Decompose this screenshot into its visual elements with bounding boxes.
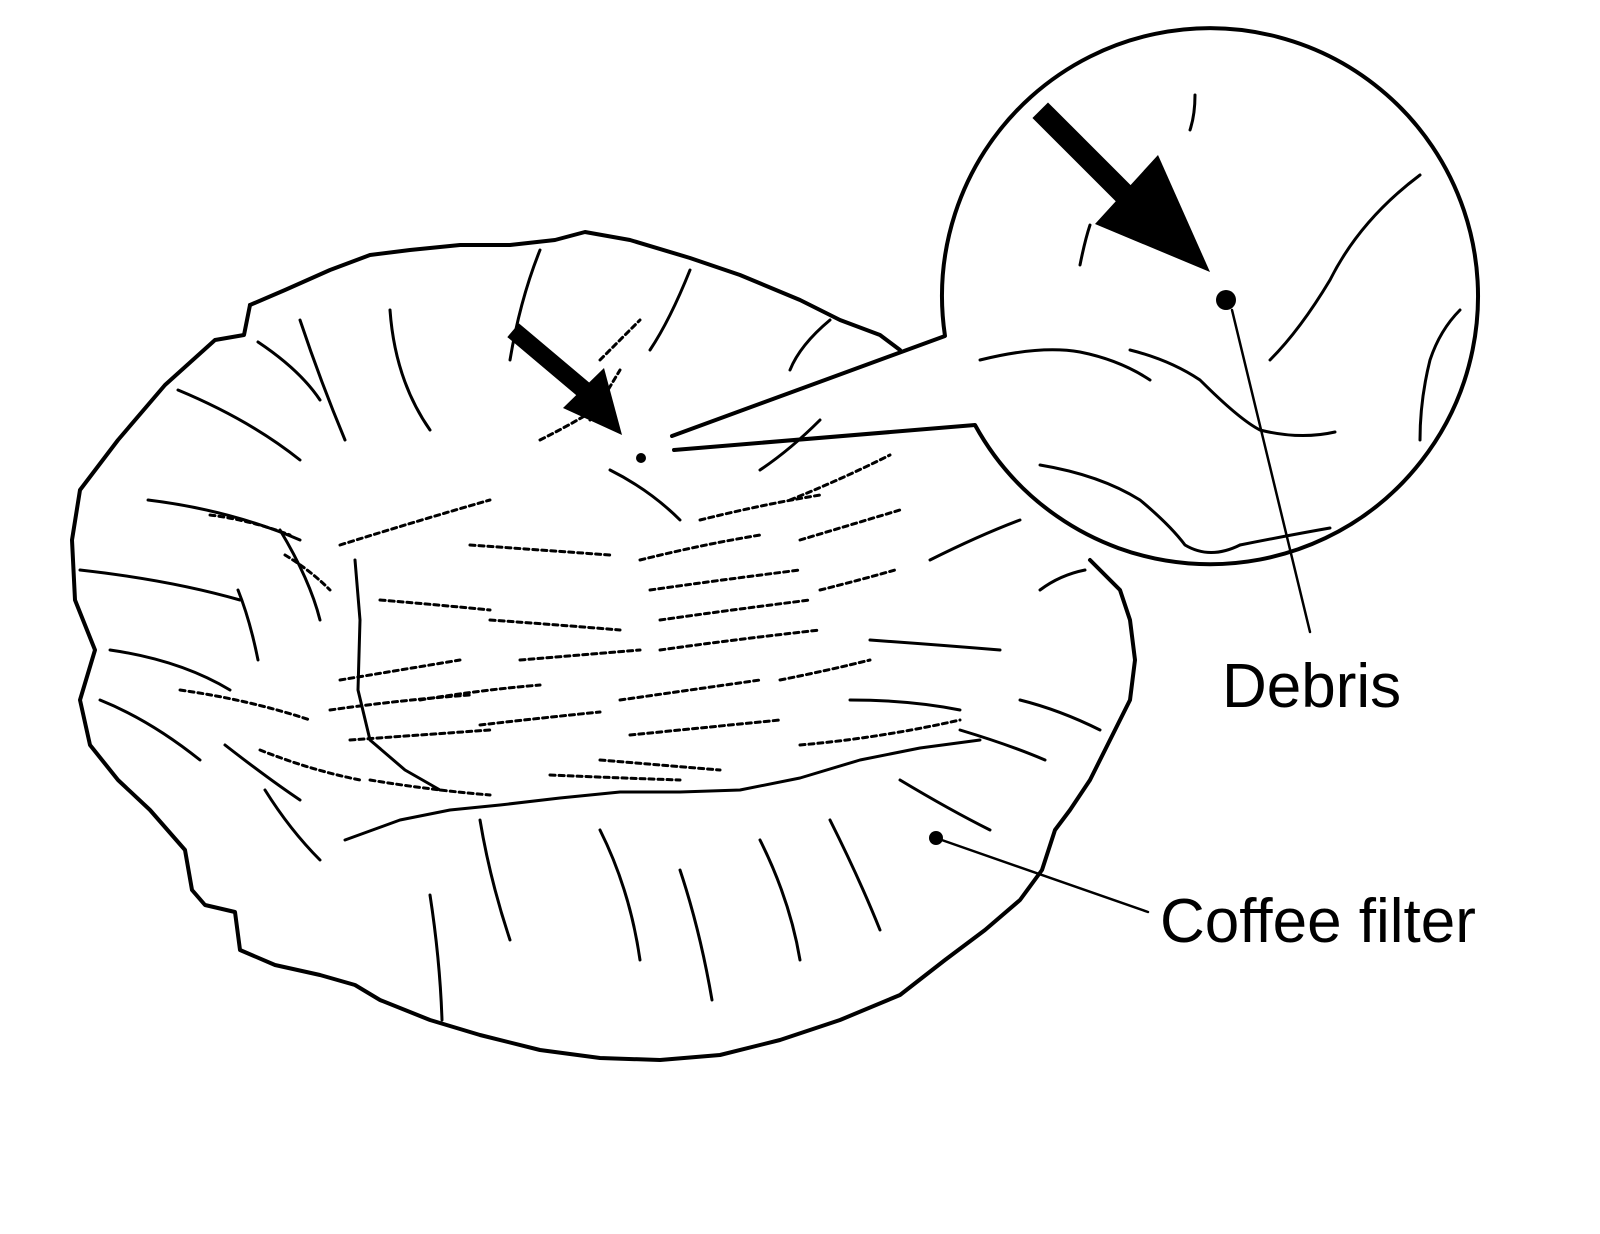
fold-line [263,788,322,862]
fold-line [898,778,992,832]
fold-line [958,728,1047,762]
magnified-fold-line [1038,463,1242,554]
magnified-fold-line [1188,93,1197,132]
fold-line [78,568,242,602]
fold-line [828,818,882,932]
fold-line [428,893,444,1022]
fold-line [928,518,1022,562]
magnifier-callout [670,26,1481,567]
coffee-filter-leader-line [934,836,1150,914]
debris-leader-line [1230,308,1312,634]
magnifier-outline [670,26,1481,567]
fold-line [648,268,692,352]
magnified-fold-line [978,348,1152,382]
magnified-pointer-arrow-icon [1032,102,1210,272]
fold-line [758,838,802,962]
fold-line [388,308,432,432]
fold-line [98,698,202,762]
fold-line [223,743,302,802]
main-pointer-arrow-icon [507,323,622,435]
fold-line [608,468,682,522]
magnified-fold-line [1128,348,1337,438]
fold-line [788,318,832,372]
coffee-filter-label: Coffee filter [1160,887,1476,956]
filter-inner-ridge [343,738,982,842]
fold-line [256,340,322,402]
coffee-filter-illustration [70,230,1137,1062]
fold-line [848,698,962,712]
magnified-fold-line [1268,173,1422,362]
magnified-debris-dot [1216,290,1236,310]
fold-line [298,318,347,442]
fold-line [236,588,260,662]
fold-line [146,498,302,542]
filter-outline [70,303,1137,1062]
debris-dot [636,453,646,463]
filter-rim-top [248,230,902,352]
fold-line [868,638,1002,652]
filter-inner-fold [353,558,442,792]
debris-label: Debris [1222,652,1401,721]
fold-line [758,418,822,472]
fold-line [278,528,322,622]
fold-line [176,388,302,462]
fold-line [478,818,512,942]
fold-line [508,248,542,362]
fold-line [598,828,642,962]
fold-line [678,868,714,1002]
fold-line [108,648,232,692]
coffee-grounds [178,318,962,797]
magnified-fold-line [1418,308,1462,442]
fold-line [1038,568,1087,592]
fold-line [1018,698,1102,732]
magnified-fold-line [1078,223,1092,267]
